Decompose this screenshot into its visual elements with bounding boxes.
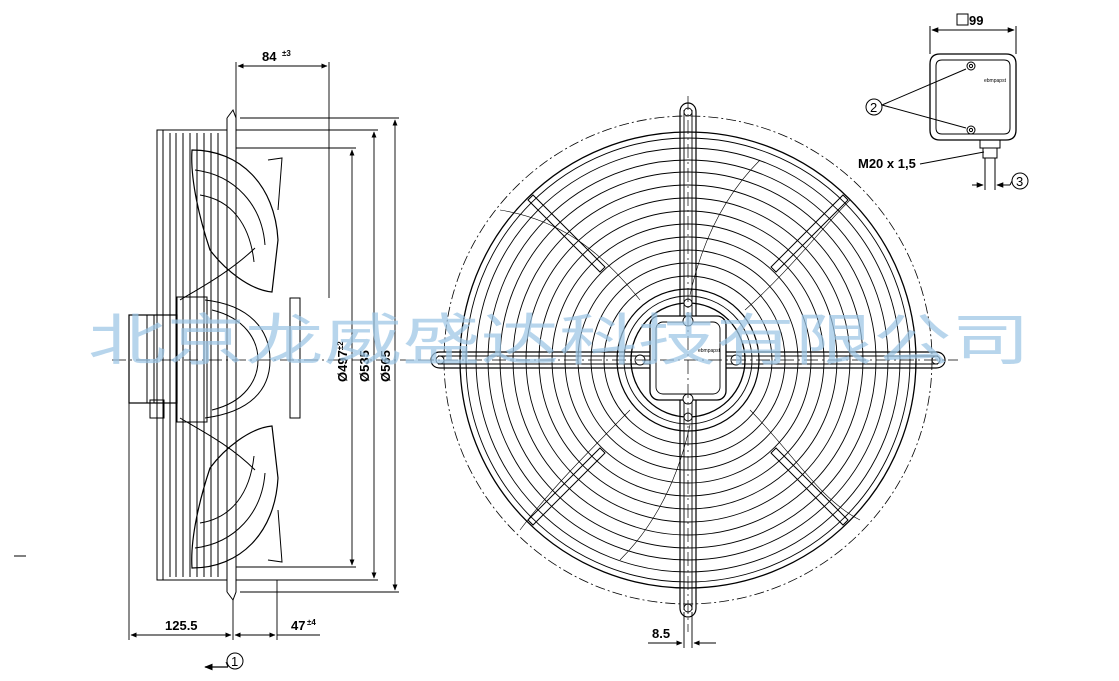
offset-dimension: 125.5 (165, 618, 198, 633)
side-view (128, 108, 301, 602)
terminal-box-brand: ebmpapst (984, 78, 1007, 84)
terminal-box-width: 99 (969, 13, 983, 28)
depth-dimension: 84 (262, 49, 277, 64)
callout-2-label: 2 (870, 100, 877, 115)
depth-tolerance: ±3 (282, 49, 291, 58)
blade-offset-tolerance: ±4 (307, 618, 316, 627)
blade-offset-dimension: 47 (291, 618, 305, 633)
callout-1-label: 1 (231, 654, 238, 669)
front-view (420, 96, 958, 648)
callout-3-label: 3 (1016, 174, 1023, 189)
mid-diameter: Ø535 (357, 350, 372, 382)
side-view-dimensions (14, 62, 420, 671)
callout-3: 3 (1011, 172, 1029, 190)
inner-diameter: Ø497±2 (335, 341, 350, 382)
callout-2: 2 (865, 98, 883, 116)
slot-width-dimension: 8.5 (652, 626, 670, 641)
hub-brand: ebmpapst (698, 348, 721, 354)
callout-1: 1 (226, 652, 244, 670)
cable-gland-thread: M20 x 1,5 (858, 156, 916, 171)
terminal-box-view (881, 13, 1017, 190)
watermark: 北京龙威盛达科技有限公司 (88, 309, 1030, 374)
outer-diameter: Ø565 (378, 350, 393, 382)
